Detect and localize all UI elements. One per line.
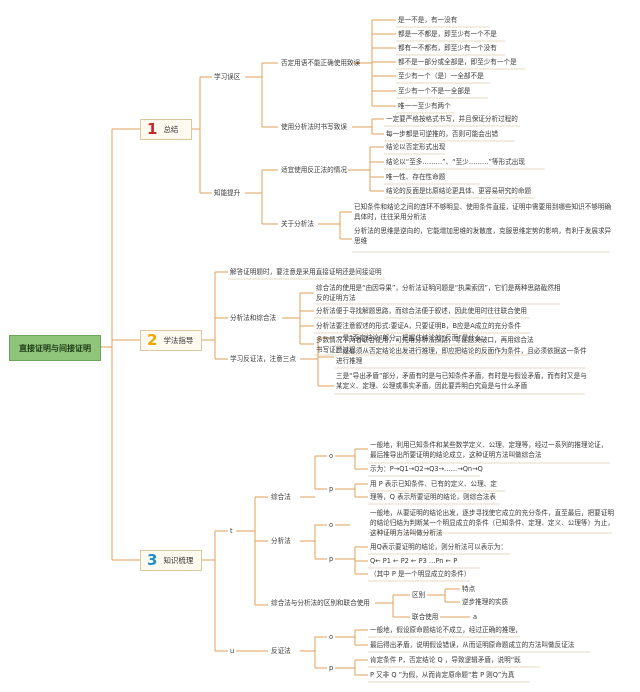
node-analysis-synthesis[interactable]: 分析法和综合法 bbox=[230, 314, 277, 322]
leaf: 肯定条件 P，否定结论 Q ，导致逻辑矛盾，说明“既 bbox=[370, 656, 521, 664]
leaf: Q← P1 ← P2 ← P3 …Pn ← P bbox=[370, 557, 458, 565]
section-summary[interactable]: 1 总结 bbox=[140, 119, 192, 140]
leaf: 用Q表示要证明的结论，则分析法可以表示为： bbox=[370, 543, 508, 551]
connector bbox=[318, 211, 352, 240]
leaf: 特点 bbox=[462, 585, 476, 593]
connector bbox=[335, 629, 368, 646]
leaf: 至少有一个（是）一全部不是 bbox=[398, 72, 484, 80]
connector bbox=[352, 19, 396, 107]
section-number: 1 bbox=[147, 120, 158, 138]
connector bbox=[348, 146, 384, 192]
leaf: 已知条件和结论之间的连环不够明显、使用条件直接，证明中需要用到哪些知识不够明确具… bbox=[354, 203, 612, 221]
leaf: 多数情况下两者联合使用，可先用分析法探路，寻证题突破口，再用综合法书写证题过程 bbox=[316, 336, 534, 354]
node-difference[interactable]: 区别 bbox=[412, 591, 426, 599]
connector bbox=[200, 530, 228, 652]
leaf: a bbox=[473, 613, 478, 621]
connector bbox=[236, 496, 268, 606]
connector bbox=[99, 128, 140, 561]
leaf: 用 P 表示已知条件、已有的定义、公理、定 bbox=[370, 480, 497, 488]
connector bbox=[427, 588, 470, 618]
leaf: 结论的反面是比原结论更具体、更容易研究的命题 bbox=[386, 187, 532, 195]
connector bbox=[375, 594, 410, 618]
node-contradiction[interactable]: 反证法 bbox=[271, 647, 291, 655]
section-number: 3 bbox=[147, 551, 158, 569]
section-title: 知识梳理 bbox=[163, 556, 194, 565]
leaf: 分析法便于寻找解题思路，而综合法便于叙述，因此使用时往往联合使用 bbox=[316, 307, 527, 315]
leaf: 综合法的使用是“由因导果”，分析法证明问题是“执果索因”，它们是两种思路截然相反… bbox=[316, 284, 561, 302]
node-synthesis[interactable]: 综合法 bbox=[271, 493, 291, 501]
leaf: 都不是一部分或全部是，即至少有一个是 bbox=[398, 58, 517, 66]
node-analysis[interactable]: 分析法 bbox=[271, 537, 291, 545]
leaf: 理等，Q 表示所要证明的结论，则综合法表 bbox=[370, 493, 496, 501]
node-contradiction-three-points[interactable]: 学习反证法，注意三点 bbox=[230, 355, 296, 363]
connector bbox=[300, 337, 334, 387]
node-intro: 解答证明题时，要注意是采用直接证明还是间接证明 bbox=[230, 268, 382, 276]
node-p[interactable]: p bbox=[329, 664, 334, 672]
connector bbox=[335, 524, 368, 575]
connector bbox=[352, 118, 384, 135]
leaf: 每一步都是可逆推的，否则可能会出错 bbox=[386, 130, 499, 138]
connector bbox=[300, 524, 327, 560]
leaf: 唯一一至少有两个 bbox=[398, 102, 451, 110]
leaf: 是一不是，有一没有 bbox=[398, 16, 458, 24]
node-o[interactable]: o bbox=[329, 633, 334, 641]
leaf: 二是必须从否定结论出发进行推理，即应把结论的反面作为条件，且必须依据这一条件进行… bbox=[336, 347, 587, 365]
leaf: 一般地，利用已知条件和某些数学定义、公理、定理等，经过一系列的推理论证，最后推导… bbox=[370, 441, 608, 459]
underline bbox=[228, 26, 612, 683]
leaf: 至少有一个不是一全部是 bbox=[398, 87, 471, 95]
node-learning-mistakes[interactable]: 学习误区 bbox=[214, 73, 241, 81]
node-negation-errors[interactable]: 否定用语不能正确使用致误 bbox=[281, 59, 361, 67]
connector bbox=[300, 455, 327, 498]
connector bbox=[335, 483, 368, 498]
leaf: 一般地，从要证明的结论出发，逐步寻找使它成立的充分条件，直至最后，把要证明的结论… bbox=[370, 509, 614, 537]
connector bbox=[245, 62, 278, 128]
leaf: 一般地，假设原命题结论不成立，经过正确的推理， bbox=[370, 626, 522, 634]
section-title: 学法指导 bbox=[163, 336, 194, 345]
connector bbox=[335, 448, 368, 470]
root-label: 直接证明与间接证明 bbox=[19, 343, 91, 353]
node-o[interactable]: o bbox=[329, 521, 334, 529]
leaf: 三是“导出矛盾”部分，矛盾有时是与已知条件矛盾，有时是与假设矛盾，而有时又是与某… bbox=[336, 372, 587, 390]
leaf: 示为：P→Q1→Q2→Q3→……→Qn→Q bbox=[370, 465, 483, 473]
node-combined-use[interactable]: 联合使用 bbox=[412, 613, 439, 621]
leaf: 一定要严格按格式书写，并且保证分析过程的 bbox=[386, 115, 518, 123]
leaf: P 又非 Q ”为假，从而肯定原命题“若 P 则Q”为真 bbox=[370, 671, 515, 679]
node-t[interactable]: t bbox=[230, 527, 233, 535]
node-p[interactable]: p bbox=[329, 485, 334, 493]
connector bbox=[236, 636, 327, 669]
leaf: （其中 P 是一个明显成立的条件） bbox=[370, 570, 471, 578]
section-knowledge[interactable]: 3 知识梳理 bbox=[140, 550, 202, 571]
leaf: 结论以“至多………”、“至少………”等形式出现 bbox=[386, 158, 525, 166]
leaf: 分析法的思维是逆向的，它能增加思维的发散度，克服思维定势的影响，有利于发展求异思… bbox=[354, 227, 612, 245]
node-when-use-contradiction[interactable]: 适宜使用反正法的情况 bbox=[281, 166, 347, 174]
leaf: 一是“否定结论”部分，把握住结论的“反面”是什么 bbox=[336, 334, 482, 342]
node-difference-combined[interactable]: 综合法与分析法的区别和联合使用 bbox=[271, 599, 370, 607]
node-skill-improvement[interactable]: 知能提升 bbox=[214, 189, 241, 197]
section-number: 2 bbox=[147, 331, 158, 349]
leaf: 分析法要注意叙述的形式:要证A，只要证明B，B应是A成立的充分条件 bbox=[316, 322, 521, 330]
node-u[interactable]: u bbox=[230, 647, 235, 655]
connector bbox=[245, 169, 278, 225]
section-study-guide[interactable]: 2 学法指导 bbox=[140, 330, 202, 351]
root-node[interactable]: 直接证明与间接证明 bbox=[9, 335, 101, 361]
section-title: 总结 bbox=[163, 125, 179, 134]
node-about-analysis[interactable]: 关于分析法 bbox=[281, 220, 314, 228]
connector bbox=[335, 659, 368, 676]
node-analysis-writing-errors[interactable]: 使用分析法时书写致误 bbox=[281, 123, 347, 131]
connector bbox=[282, 292, 314, 345]
leaf: 唯一性、存在性命题 bbox=[386, 173, 446, 181]
leaf: 最后得出矛盾，说明假设错误，从而证明原命题成立的方法叫做反证法 bbox=[370, 641, 575, 649]
connector bbox=[200, 271, 228, 360]
node-p[interactable]: p bbox=[329, 555, 334, 563]
leaf: 逆步推理的实质 bbox=[462, 598, 509, 606]
leaf: 都是一不都是，即至少有一个不是 bbox=[398, 30, 497, 38]
leaf: 结论以否定形式出现 bbox=[386, 143, 446, 151]
leaf: 都有一不都有，即至少有一个没有 bbox=[398, 44, 497, 52]
node-o[interactable]: o bbox=[329, 452, 334, 460]
connector bbox=[190, 76, 212, 194]
